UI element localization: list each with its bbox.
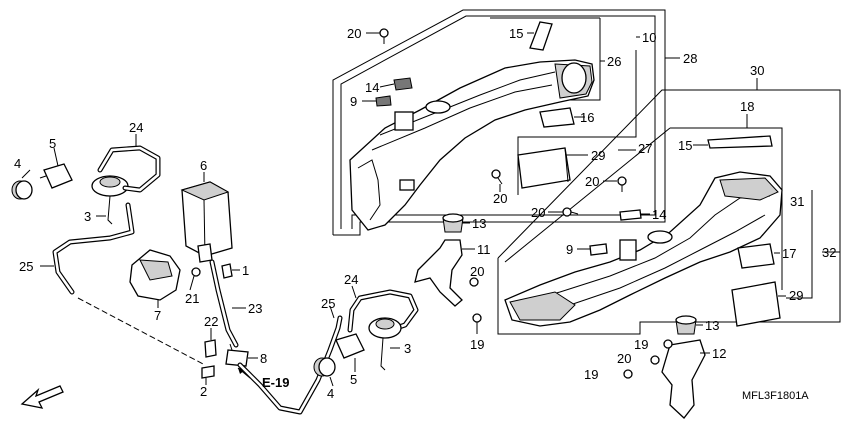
callout-20: 20 [347, 26, 361, 41]
callout-6: 6 [200, 158, 207, 173]
callout-18: 18 [740, 99, 754, 114]
callout-9: 9 [566, 242, 573, 257]
solenoid-5-left [39, 147, 73, 189]
group-outline-27 [517, 50, 637, 195]
seal-15-lower [707, 135, 773, 149]
callout-25: 25 [19, 259, 33, 274]
bolt-20-mid [491, 169, 503, 185]
callout-14: 14 [365, 80, 379, 95]
cap-4-center [313, 357, 336, 387]
callout-3: 3 [84, 209, 91, 224]
bolt-19-bracket [472, 313, 482, 334]
bolt-20-right-c [650, 355, 660, 365]
bolt-19-right-a [663, 339, 673, 349]
callout-8: 8 [260, 351, 267, 366]
callout-28: 28 [683, 51, 697, 66]
bolt-20-bracket [469, 277, 479, 287]
callout-16: 16 [580, 110, 594, 125]
sponge-16 [539, 107, 575, 128]
canister-6 [180, 172, 233, 263]
pad-14-upper [393, 77, 413, 91]
callout-3: 3 [404, 341, 411, 356]
group-outline-10 [340, 15, 656, 229]
callout-7: 7 [154, 308, 161, 323]
diagram-code: MFL3F1801A [742, 390, 809, 402]
bolt-19-right-b [623, 369, 633, 379]
callout-4: 4 [327, 386, 334, 401]
cap-4-left [11, 180, 33, 200]
callout-19: 19 [584, 367, 598, 382]
callout-labels: 20 15 10 28 26 14 9 16 29 27 20 30 18 15… [14, 26, 836, 402]
group-outline-31 [786, 190, 813, 299]
callout-20: 20 [493, 191, 507, 206]
callout-10: 10 [642, 30, 656, 45]
callout-20: 20 [531, 205, 545, 220]
group-outline-28 [332, 9, 666, 236]
filter-29-upper [517, 147, 571, 189]
callout-17: 17 [782, 246, 796, 261]
callout-13: 13 [472, 216, 486, 231]
bolt-20-top [379, 28, 389, 44]
callout-24: 24 [344, 272, 358, 287]
callout-15: 15 [678, 138, 692, 153]
callout-14: 14 [652, 207, 666, 222]
callout-25: 25 [321, 296, 335, 311]
lower-duct-group [497, 78, 841, 335]
reference-label: E-19 [262, 375, 289, 390]
bracket-12 [661, 339, 706, 419]
grommet-13-upper [442, 213, 470, 233]
callout-22: 22 [204, 314, 218, 329]
valve-3-left [91, 175, 129, 225]
callout-11: 11 [477, 242, 491, 257]
callout-32: 32 [822, 245, 836, 260]
callout-12: 12 [712, 346, 726, 361]
hose-25-left [52, 202, 135, 295]
bracket-11 [414, 239, 463, 307]
sponge-17 [737, 243, 775, 269]
callout-29: 29 [789, 288, 803, 303]
seal-15-upper [529, 21, 553, 51]
clip-2 [201, 365, 215, 379]
callout-19: 19 [470, 337, 484, 352]
bolt-21 [189, 267, 201, 291]
pad-9-lower [589, 243, 608, 256]
callout-24: 24 [129, 120, 143, 135]
joint-8 [225, 343, 258, 367]
bolt-20-right-a [617, 176, 627, 192]
pad-9-upper [375, 95, 392, 107]
callout-5: 5 [350, 372, 357, 387]
clip-22 [204, 339, 217, 358]
valve-3-center [368, 317, 402, 371]
callout-4: 4 [14, 156, 21, 171]
pad-14-lower [619, 209, 642, 221]
solenoid-5-center [335, 333, 365, 372]
callout-23: 23 [248, 301, 262, 316]
filter-29-lower [731, 281, 781, 327]
upper-duct-group [332, 9, 680, 236]
group-outline-18 [670, 127, 783, 290]
callout-26: 26 [607, 54, 621, 69]
callout-27: 27 [638, 141, 652, 156]
callout-1: 1 [242, 263, 249, 278]
callout-20: 20 [617, 351, 631, 366]
callout-21: 21 [185, 291, 199, 306]
callout-29: 29 [591, 148, 605, 163]
grommet-13-lower [675, 315, 703, 335]
callout-15: 15 [509, 26, 523, 41]
callout-13: 13 [705, 318, 719, 333]
fr-arrow-icon [20, 385, 64, 409]
callout-19: 19 [634, 337, 648, 352]
callout-31: 31 [790, 194, 804, 209]
callout-20: 20 [585, 174, 599, 189]
callout-2: 2 [200, 384, 207, 399]
callout-30: 30 [750, 63, 764, 78]
callout-5: 5 [49, 136, 56, 151]
callout-20: 20 [470, 264, 484, 279]
bolt-20-right-b [562, 207, 579, 217]
clip-1 [221, 263, 233, 279]
callout-9: 9 [350, 94, 357, 109]
